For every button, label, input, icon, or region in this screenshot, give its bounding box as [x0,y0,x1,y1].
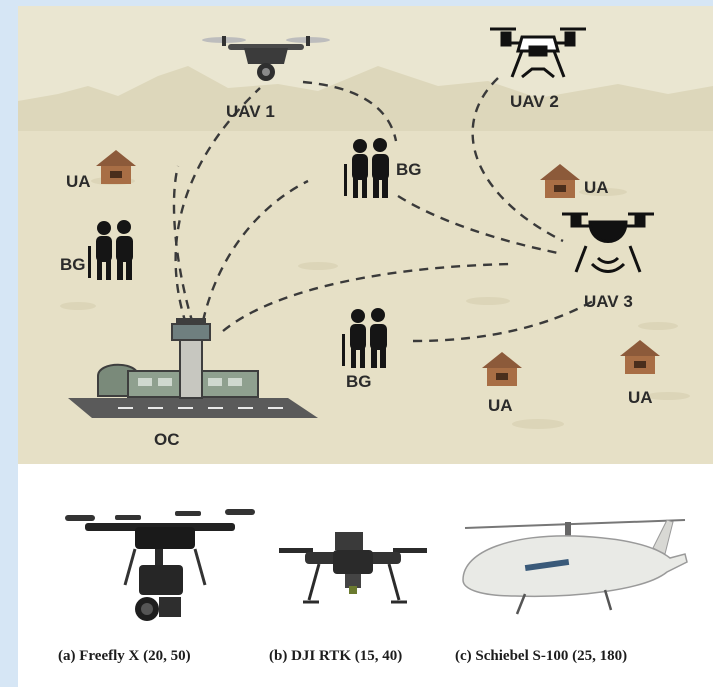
uav2-drone-icon [490,27,586,79]
ua-bottom-right-label: UA [628,388,653,407]
ua-bottom-right-house-icon [620,340,660,374]
link-uav2-uav3 [471,77,564,243]
link-bg-uav3 [397,194,564,256]
uav3-drone-icon [562,212,654,273]
left-frame-strip [0,0,18,687]
scene-artwork [18,27,713,464]
mountain-range [18,66,713,136]
link-bg-uav3-bottom [412,299,594,343]
bg-bottom-label: BG [346,372,372,391]
network-scene: UAV 1 UAV 2 UAV 3 BG BG BG UA UA UA UA O… [18,6,713,464]
freefly-x-drone-photo [65,509,255,621]
ua-bottom-center-house-icon [482,352,522,386]
link-oc-uav3 [222,262,514,332]
caption-c: (c) Schiebel S-100 (25, 180) [455,648,628,664]
link-oc-bg [201,179,309,322]
uav1-drone-icon [202,36,330,81]
grass-tufts [60,177,690,429]
uav2-label: UAV 2 [510,92,559,111]
oc-label: OC [154,430,180,449]
bg-left-label: BG [60,255,86,274]
oc-airport-icon [68,318,318,418]
ua-left-label: UA [66,172,91,191]
ua-right-house-icon [540,164,580,198]
caption-b: (b) DJI RTK (15, 40) [269,648,403,664]
ua-bottom-center-label: UA [488,396,513,415]
ua-left-house-icon [96,150,136,184]
link-oc-uav1 [174,87,261,325]
caption-a: (a) Freefly X (20, 50) [58,648,191,664]
link-oc-air [172,165,195,325]
bg-bottom-people-icon [342,308,387,368]
dji-rtk-drone-photo [279,532,427,604]
uav1-label: UAV 1 [226,102,275,121]
bg-center-people-icon [344,138,389,198]
bg-center-label: BG [396,160,422,179]
ua-right-label: UA [584,178,609,197]
top-frame-strip [0,0,713,6]
uav3-label: UAV 3 [584,292,633,311]
dashed-links [172,77,594,343]
bg-left-people-icon [88,220,133,280]
schiebel-s100-helicopter-photo [462,519,688,615]
